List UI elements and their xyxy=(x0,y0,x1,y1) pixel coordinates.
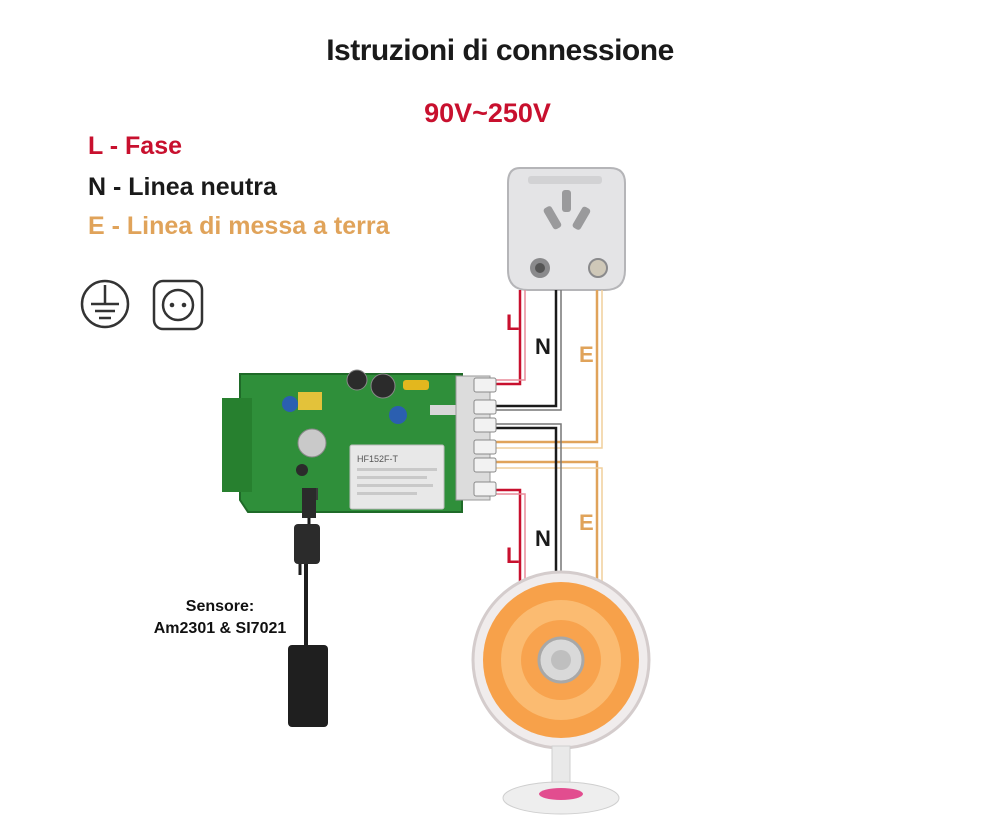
page-title: Istruzioni di connessione xyxy=(326,34,674,67)
wire-label-top-l: L xyxy=(506,310,519,335)
wire-label-bottom-l: L xyxy=(506,543,519,568)
terminal-block xyxy=(455,375,497,501)
sensor-probe xyxy=(288,488,328,727)
wire-label-top-n: N xyxy=(535,334,551,359)
ground-symbol-icon xyxy=(80,279,130,329)
sensor-label: Sensore: Am2301 & SI7021 xyxy=(140,596,300,640)
voltage-label: 90V~250V xyxy=(424,98,551,128)
wire-label-top-e: E xyxy=(579,342,594,367)
top-wires xyxy=(490,290,603,449)
wire-label-bottom-e: E xyxy=(579,510,594,535)
legend-phase: L - Fase xyxy=(88,132,183,160)
legend-neutral: N - Linea neutra xyxy=(88,173,277,201)
power-plug xyxy=(507,167,626,291)
sensor-label-line1: Sensore: xyxy=(185,598,255,615)
wire-label-bottom-n: N xyxy=(535,526,551,551)
schuko-socket-icon xyxy=(152,279,204,331)
relay-label: HF152F-T xyxy=(357,454,399,464)
controller-board: HF152F-T xyxy=(222,369,463,513)
sensor-label-line2: Am2301 & SI7021 xyxy=(153,620,287,637)
heater-appliance xyxy=(471,570,651,815)
legend-earth: E - Linea di messa a terra xyxy=(88,212,390,240)
bottom-wires xyxy=(490,423,603,600)
